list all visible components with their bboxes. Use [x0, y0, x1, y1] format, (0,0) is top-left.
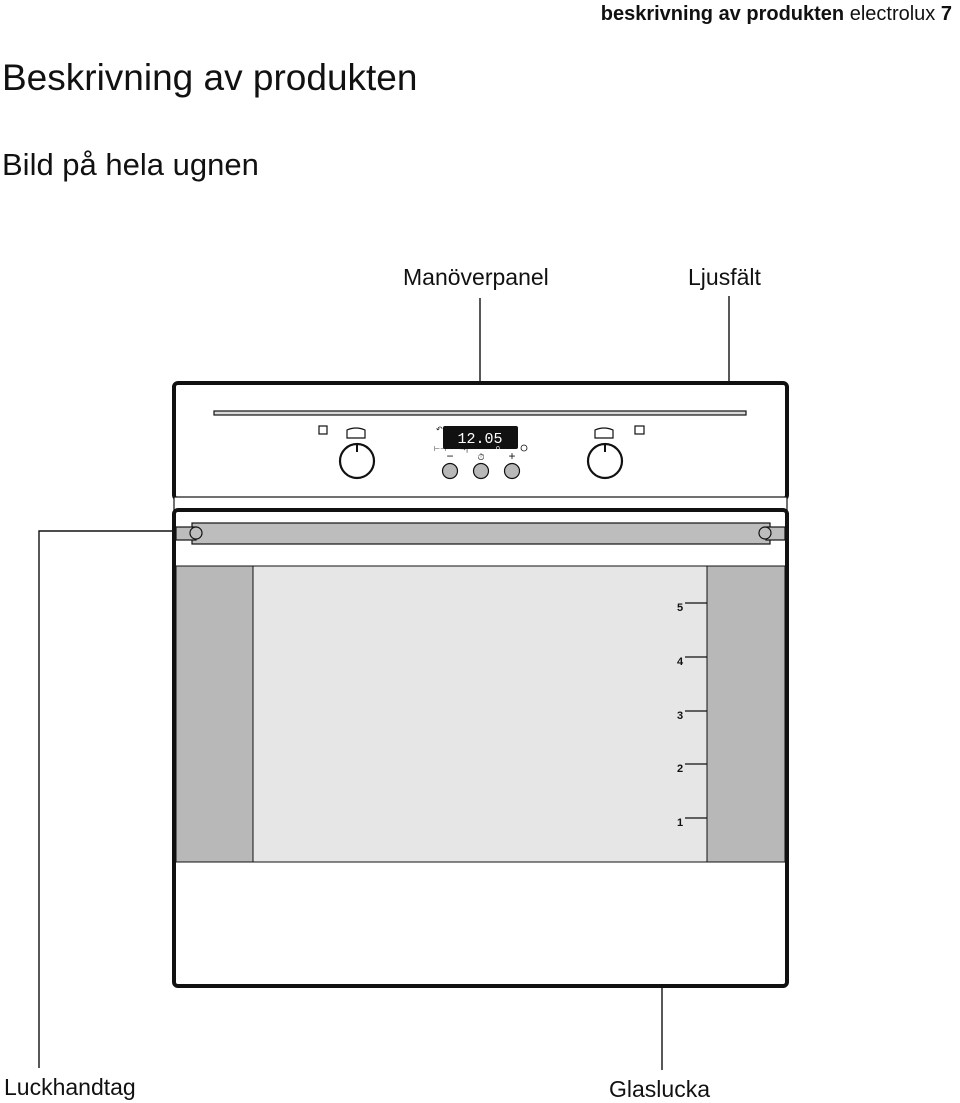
clock-function-icon: ⏱	[477, 453, 484, 463]
page-title: Beskrivning av produkten	[2, 57, 418, 98]
display-zero: 0	[496, 446, 500, 453]
plus-symbol: +	[508, 449, 515, 463]
glass-window	[252, 565, 708, 863]
temperature-symbol-icon	[634, 425, 645, 435]
shelf-level-2: 2	[677, 763, 683, 775]
settings-symbol-icon	[520, 444, 528, 452]
handle-end-left	[189, 526, 203, 540]
door-side-panel-right	[706, 565, 786, 863]
end-time-symbol-icon: →|	[460, 445, 468, 453]
clock-display	[443, 426, 518, 449]
shelf-level-3: 3	[677, 710, 683, 722]
right-knob-indicator-icon	[594, 427, 614, 439]
plus-button[interactable]	[503, 462, 521, 480]
figure-subtitle: Bild på hela ugnen	[2, 147, 259, 182]
clock-function-button[interactable]	[472, 462, 490, 480]
clock-time: 12.05	[457, 431, 502, 448]
function-symbol-icon	[318, 425, 328, 435]
leader-door-handle	[38, 530, 176, 1068]
header-page-number: 7	[940, 3, 952, 25]
shelf-level-1: 1	[677, 817, 683, 829]
minus-symbol: −	[446, 449, 453, 463]
door-handle[interactable]	[191, 522, 771, 545]
duration-symbol-icon: ⊢⊣	[434, 445, 446, 453]
shelf-level-5: 5	[677, 602, 683, 614]
label-glass-door: Glaslucka	[609, 1076, 710, 1102]
label-light-strip: Ljusfält	[688, 264, 761, 290]
header-section: beskrivning av produkten	[600, 3, 845, 25]
header-brand: electrolux	[849, 3, 936, 25]
label-control-panel: Manöverpanel	[403, 264, 549, 290]
label-door-handle: Luckhandtag	[4, 1074, 136, 1100]
left-knob-indicator-icon	[346, 427, 366, 439]
handle-end-right	[758, 526, 772, 540]
page-header: beskrivning av produkten electrolux 7	[601, 3, 952, 26]
timer-symbol-icon: ↶	[435, 425, 443, 434]
minus-button[interactable]	[441, 462, 459, 480]
light-strip	[213, 410, 747, 416]
shelf-level-4: 4	[677, 656, 684, 668]
door-side-panel-left	[175, 565, 254, 863]
